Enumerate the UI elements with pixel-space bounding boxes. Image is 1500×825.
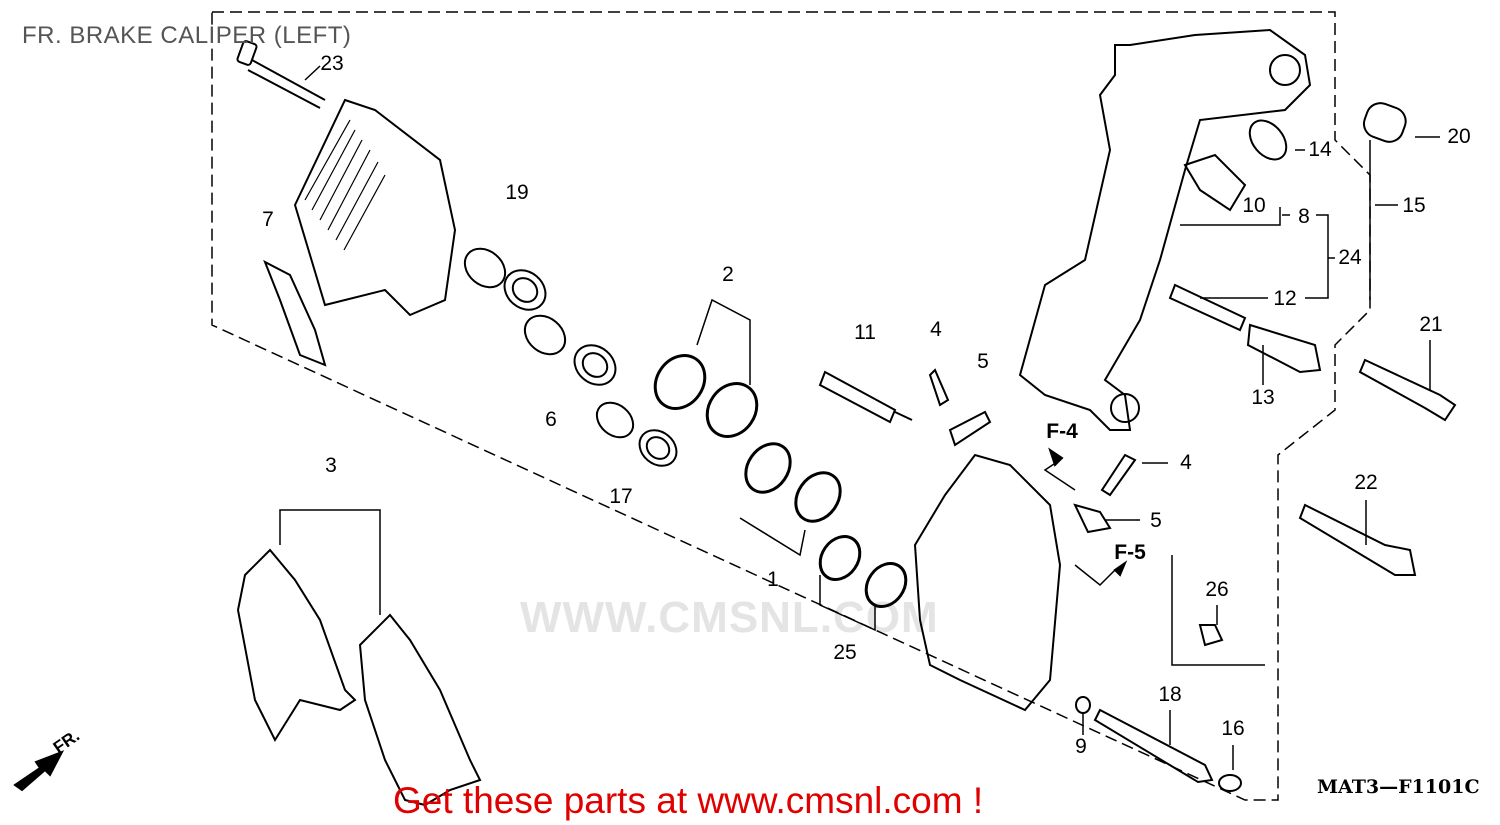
part-piston-6 — [523, 314, 617, 386]
part-pad-spring-7 — [263, 259, 327, 367]
page-title: FR. BRAKE CALIPER (LEFT) — [22, 22, 352, 49]
callout-21: 21 — [1419, 313, 1443, 336]
callout-8: 8 — [1298, 205, 1310, 228]
callout-f-4: F-4 — [1046, 420, 1078, 443]
part-piston-17 — [595, 401, 678, 467]
part-boot-13 — [1246, 323, 1322, 374]
part-plug-16 — [1218, 774, 1242, 792]
leader-line-23 — [304, 65, 321, 81]
arrowhead-icon — [1048, 447, 1128, 577]
callout-11: 11 — [854, 321, 876, 344]
callout-18: 18 — [1158, 683, 1182, 706]
callout-15: 15 — [1402, 194, 1426, 217]
part-brake-pad-b — [358, 613, 482, 807]
callout-26: 26 — [1205, 578, 1229, 601]
callout-19: 19 — [505, 181, 529, 204]
part-washer-9 — [1075, 696, 1091, 714]
leader-lines-left — [279, 298, 876, 632]
callout-10: 10 — [1242, 194, 1266, 217]
callout-12: 12 — [1273, 287, 1297, 310]
callout-23: 23 — [320, 52, 344, 75]
callout-2: 2 — [722, 263, 734, 286]
part-pin-11 — [818, 370, 913, 424]
part-bolt-22 — [1298, 503, 1417, 576]
caliper-fins — [304, 119, 386, 251]
callout-22: 22 — [1354, 471, 1378, 494]
bracket-hole-top — [1269, 54, 1301, 86]
part-bolt-23 — [236, 40, 326, 109]
callout-20: 20 — [1447, 125, 1471, 148]
part-bracket-15 — [1018, 28, 1312, 431]
part-caliper-lower — [913, 453, 1062, 712]
callout-9: 9 — [1075, 735, 1087, 758]
part-bleeder-4b — [1100, 453, 1137, 497]
part-bolt-21 — [1358, 358, 1457, 422]
part-26-box — [1171, 555, 1265, 666]
bracket-hole-bottom — [1110, 393, 1140, 423]
part-collar-20 — [1362, 102, 1407, 143]
part-bleeder-4 — [928, 368, 950, 407]
part-cap-5b — [1073, 503, 1112, 534]
callout-14: 14 — [1308, 138, 1332, 161]
part-bleeder-26 — [1198, 624, 1224, 647]
part-clip-10 — [1183, 153, 1247, 212]
callout-1: 1 — [767, 568, 779, 591]
part-cap-5 — [948, 410, 992, 447]
callout-24: 24 — [1338, 246, 1362, 269]
callout-4: 4 — [1180, 451, 1192, 474]
part-pin-12 — [1168, 283, 1247, 332]
assembly-frame — [211, 11, 1371, 801]
callout-f-5: F-5 — [1114, 541, 1146, 564]
callout-25: 25 — [833, 641, 857, 664]
front-arrow-icon — [13, 750, 65, 792]
part-seals — [653, 354, 908, 608]
part-pin-18 — [1093, 708, 1214, 784]
part-piston-19 — [463, 247, 547, 311]
callout-13: 13 — [1251, 386, 1275, 409]
callout-5: 5 — [1150, 509, 1162, 532]
callout-17: 17 — [609, 485, 633, 508]
callout-6: 6 — [545, 408, 557, 431]
part-boot-14 — [1248, 119, 1288, 161]
callout-3: 3 — [325, 454, 337, 477]
leader-lines-right — [1043, 136, 1440, 770]
callout-5: 5 — [977, 350, 989, 373]
watermark: WWW.CMSNL.COM — [520, 593, 939, 642]
callout-4: 4 — [930, 318, 942, 341]
diagram-code: MAT3—F1101C — [1317, 776, 1480, 798]
promo-link[interactable]: Get these parts at www.cmsnl.com ! — [393, 780, 984, 821]
callout-7: 7 — [262, 208, 274, 231]
part-caliper-upper — [293, 98, 457, 317]
callout-16: 16 — [1221, 717, 1245, 740]
part-brake-pad-a — [236, 548, 357, 743]
